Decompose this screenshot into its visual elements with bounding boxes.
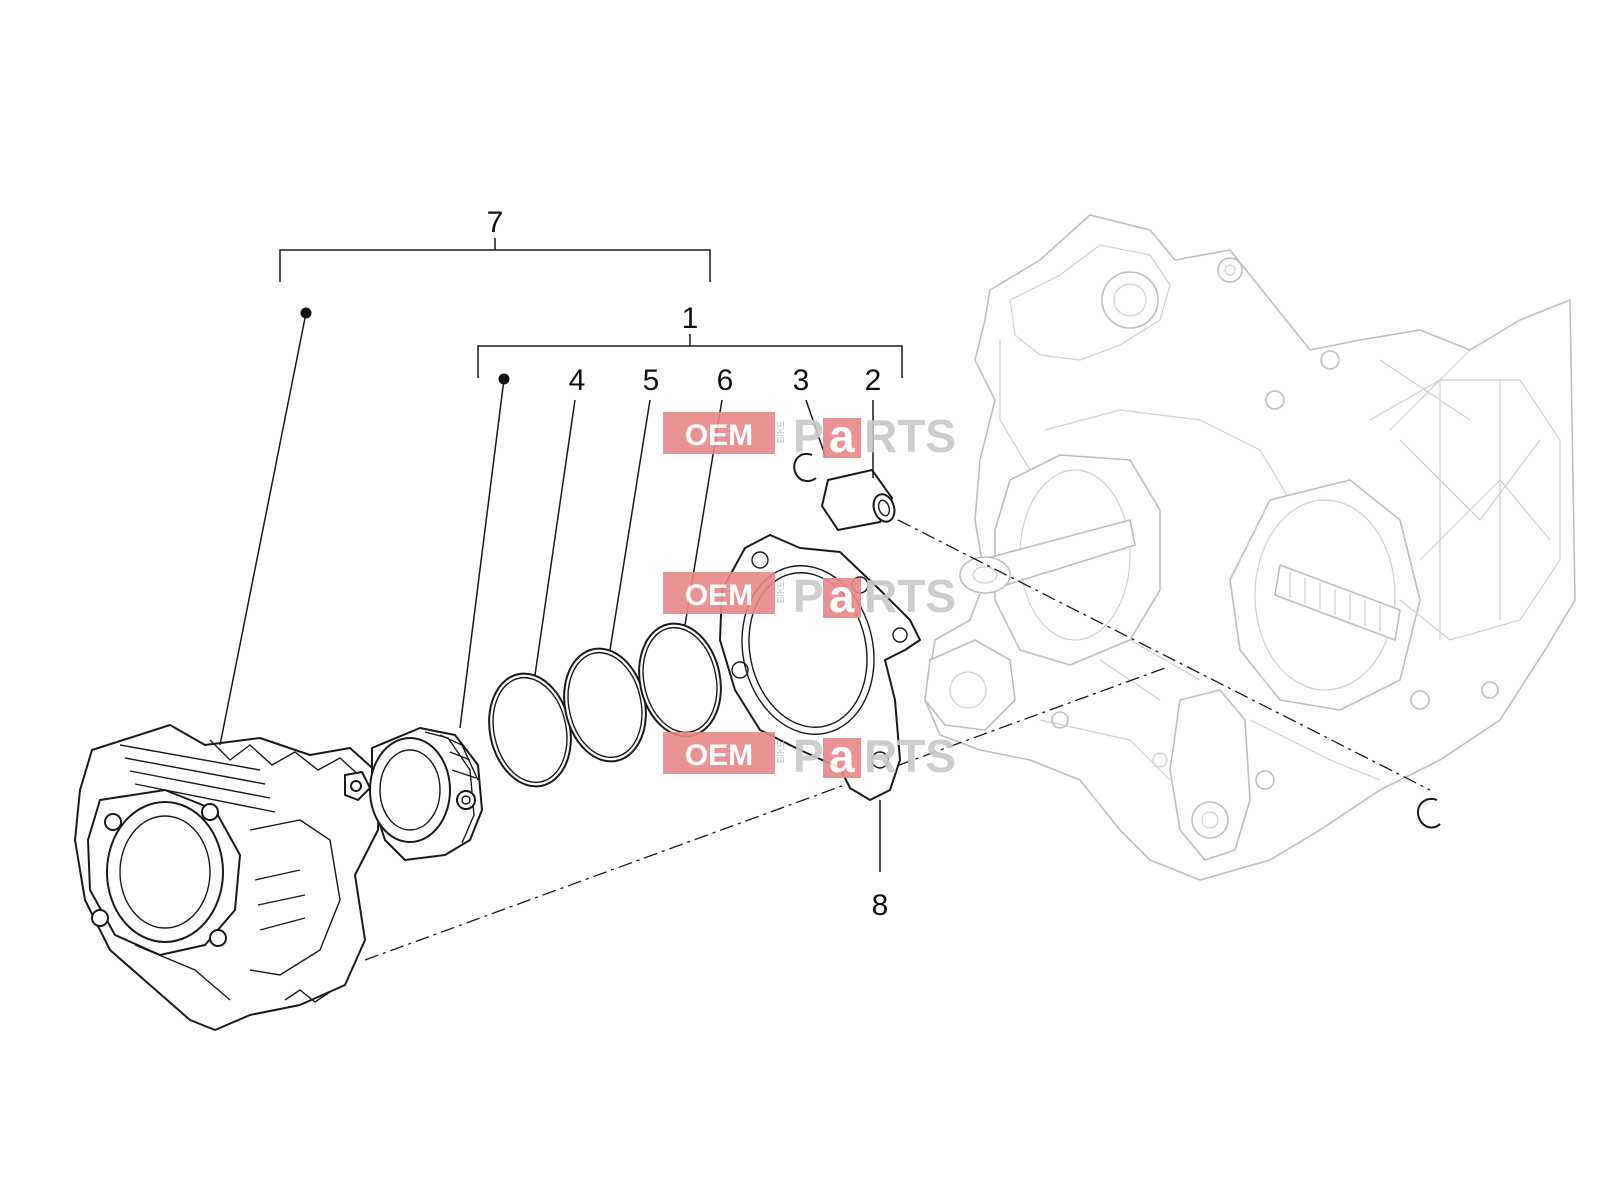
watermark-a-text: a (829, 730, 855, 782)
watermark-p-text: P (793, 570, 824, 622)
callout-1: 1 (682, 302, 699, 335)
watermark-p-text: P (793, 730, 824, 782)
crankcase-drawing (924, 214, 1576, 881)
watermark-middle: OEM BIKE P a RTS (663, 570, 956, 622)
watermark-bike-text: BIKE (776, 580, 787, 603)
watermark-bike-text: BIKE (776, 740, 787, 763)
watermark-oem-text: OEM (685, 579, 753, 612)
watermark-bike-text: BIKE (776, 420, 787, 443)
watermark-oem-text: OEM (685, 419, 753, 452)
callout-8: 8 (872, 889, 889, 922)
watermark-a-text: a (829, 570, 855, 622)
watermark-a-text: a (829, 410, 855, 462)
callout-5: 5 (643, 364, 660, 397)
watermark-p-text: P (793, 410, 824, 462)
alignment-lines (364, 519, 1431, 961)
callout-6: 6 (717, 364, 734, 397)
cylinder-block (74, 724, 381, 1031)
callout-7: 7 (487, 206, 504, 239)
watermark-top: OEM BIKE P a RTS (663, 410, 956, 462)
watermark-rts-text: RTS (864, 570, 956, 622)
piston (369, 727, 483, 861)
callout-4: 4 (569, 364, 586, 397)
callout-2: 2 (865, 364, 882, 397)
callout-3: 3 (793, 364, 810, 397)
callout-numbers: 7 1 4 5 6 3 2 8 (487, 206, 889, 922)
piston-rings (488, 622, 722, 788)
watermark-oem-text: OEM (685, 739, 753, 772)
watermark-rts-text: RTS (864, 730, 956, 782)
watermark-rts-text: RTS (864, 410, 956, 462)
wrist-pin-parts (793, 452, 1441, 829)
watermark-bottom: OEM BIKE P a RTS (663, 730, 956, 782)
